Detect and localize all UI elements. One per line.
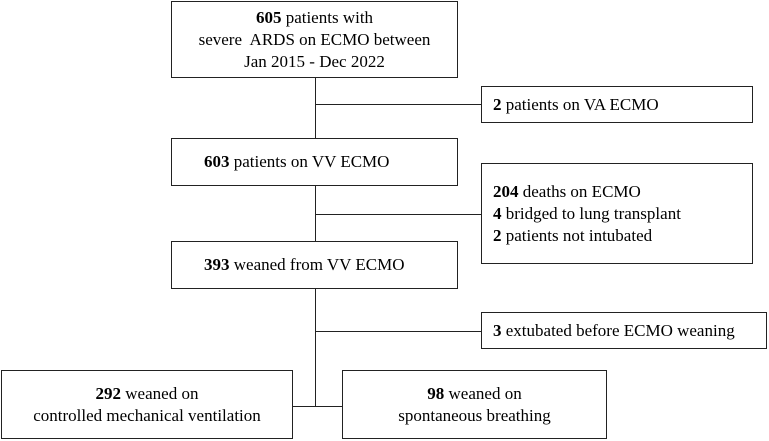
screened-line-3: Jan 2015 - Dec 2022 (244, 51, 385, 71)
controlled-line-2: controlled mechanical ventilation (33, 405, 261, 425)
extubated-count: 3 (493, 320, 502, 340)
box-excluded-va: 2 patients on VA ECMO (481, 86, 753, 123)
controlled-count: 292 (95, 383, 122, 403)
weaned-count: 393 (204, 255, 230, 274)
vv-ecmo-text: patients on VV ECMO (233, 152, 390, 171)
connector-to-extubated (315, 331, 481, 332)
excluded-va-count: 2 (493, 94, 502, 114)
box-weaned: 393 weaned from VV ECMO (171, 241, 458, 289)
connector-split (293, 406, 342, 407)
not-intubated-count: 2 (493, 225, 502, 245)
weaned-text: weaned from VV ECMO (233, 255, 405, 274)
vv-ecmo-count: 603 (204, 152, 230, 171)
deaths-count: 204 (493, 181, 519, 201)
extubated-text: extubated before ECMO weaning (505, 320, 735, 340)
box-screened: 605 patients with severe ARDS on ECMO be… (171, 1, 458, 78)
box-excluded-extubated: 3 extubated before ECMO weaning (481, 312, 767, 349)
connector-main-3 (315, 289, 316, 406)
box-vv-ecmo: 603 patients on VV ECMO (171, 138, 458, 186)
transplant-count: 4 (493, 203, 502, 223)
not-intubated-text: patients not intubated (505, 225, 653, 245)
connector-to-va (315, 104, 481, 105)
spontaneous-count: 98 (427, 383, 445, 403)
excluded-va-text: patients on VA ECMO (505, 94, 659, 114)
box-excluded-outcomes: 204 deaths on ECMO 4 bridged to lung tra… (481, 163, 753, 264)
screened-count: 605 (255, 7, 282, 27)
controlled-line-1: weaned on (125, 383, 199, 403)
spontaneous-line-2: spontaneous breathing (398, 405, 551, 425)
spontaneous-line-1: weaned on (448, 383, 522, 403)
connector-main-2 (315, 186, 316, 241)
connector-to-outcomes (315, 214, 481, 215)
transplant-text: bridged to lung transplant (505, 203, 681, 223)
box-controlled-ventilation: 292 weaned on controlled mechanical vent… (1, 370, 293, 439)
connector-main-1 (315, 78, 316, 138)
screened-line-1: patients with (285, 7, 374, 27)
screened-line-2: severe ARDS on ECMO between (198, 29, 431, 49)
box-spontaneous-breathing: 98 weaned on spontaneous breathing (342, 370, 607, 439)
deaths-text: deaths on ECMO (522, 181, 641, 201)
